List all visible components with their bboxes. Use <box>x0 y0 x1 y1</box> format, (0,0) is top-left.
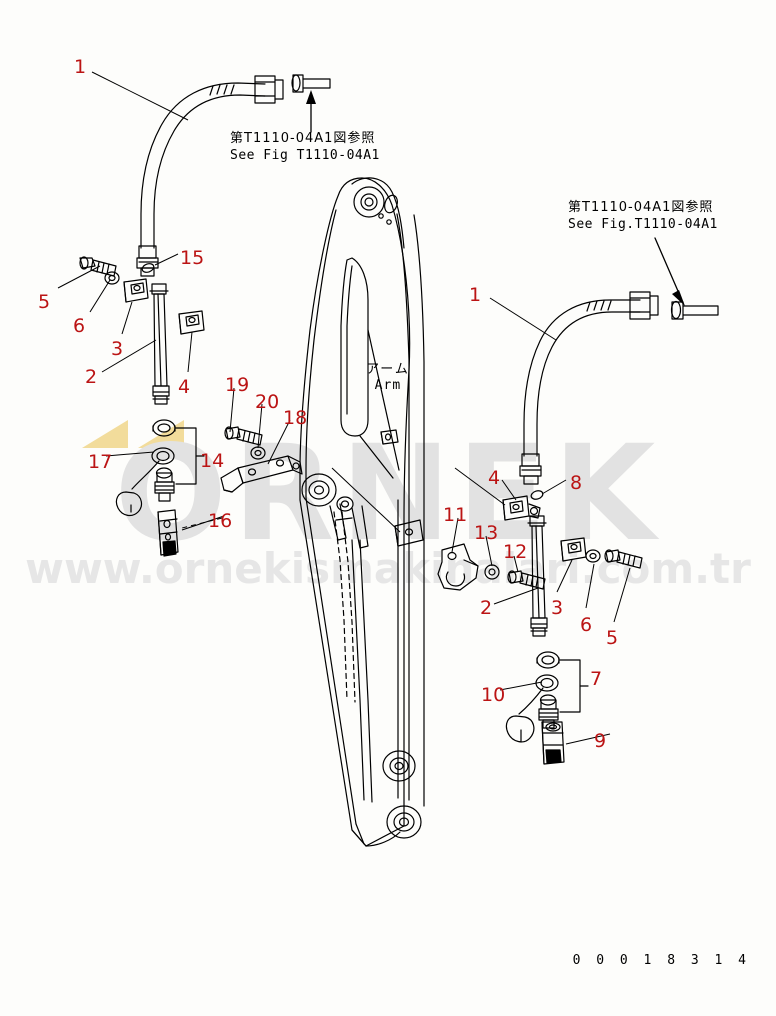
callout-number-8: 8 <box>570 472 583 494</box>
reference-note-jp: 第T1110-04A1図参照 <box>230 131 376 146</box>
callout-number-4: 4 <box>488 467 501 489</box>
callout-number-6: 6 <box>580 614 593 636</box>
callout-number-3: 3 <box>111 338 124 360</box>
callout-number-7: 7 <box>590 668 603 690</box>
callout-number-14: 14 <box>200 450 225 472</box>
reference-note-en: See Fig T1110-04A1 <box>230 148 380 163</box>
callout-number-2: 2 <box>480 597 493 619</box>
callout-number-1: 1 <box>74 56 87 78</box>
callout-number-18: 18 <box>283 407 308 429</box>
callout-number-9: 9 <box>594 730 607 752</box>
callout-number-2: 2 <box>85 366 98 388</box>
callout-number-6: 6 <box>73 315 86 337</box>
callout-number-13: 13 <box>474 522 499 544</box>
callout-number-20: 20 <box>255 391 280 413</box>
reference-note-en: See Fig.T1110-04A1 <box>568 217 718 232</box>
callout-number-10: 10 <box>481 684 506 706</box>
callout-number-19: 19 <box>225 374 250 396</box>
callout-number-11: 11 <box>443 504 468 526</box>
arm-component-label: アーム Arm <box>366 362 410 394</box>
arm-label-en: Arm <box>374 378 402 393</box>
callout-number-16: 16 <box>208 510 233 532</box>
callout-number-17: 17 <box>88 451 113 473</box>
arm-label-jp: アーム <box>366 362 410 377</box>
sheet-part-number: 0 0 0 1 8 3 1 4 <box>572 953 750 968</box>
callout-number-5: 5 <box>606 627 619 649</box>
reference-note-jp: 第T1110-04A1図参照 <box>568 200 714 215</box>
reference-note-top-right: 第T1110-04A1図参照 See Fig.T1110-04A1 <box>568 199 718 233</box>
callout-number-5: 5 <box>38 291 51 313</box>
callout-number-1: 1 <box>469 284 482 306</box>
callout-number-12: 12 <box>503 541 528 563</box>
callout-number-3: 3 <box>551 597 564 619</box>
callout-number-15: 15 <box>180 247 205 269</box>
callout-number-4: 4 <box>178 376 191 398</box>
reference-note-top-left: 第T1110-04A1図参照 See Fig T1110-04A1 <box>230 130 380 164</box>
